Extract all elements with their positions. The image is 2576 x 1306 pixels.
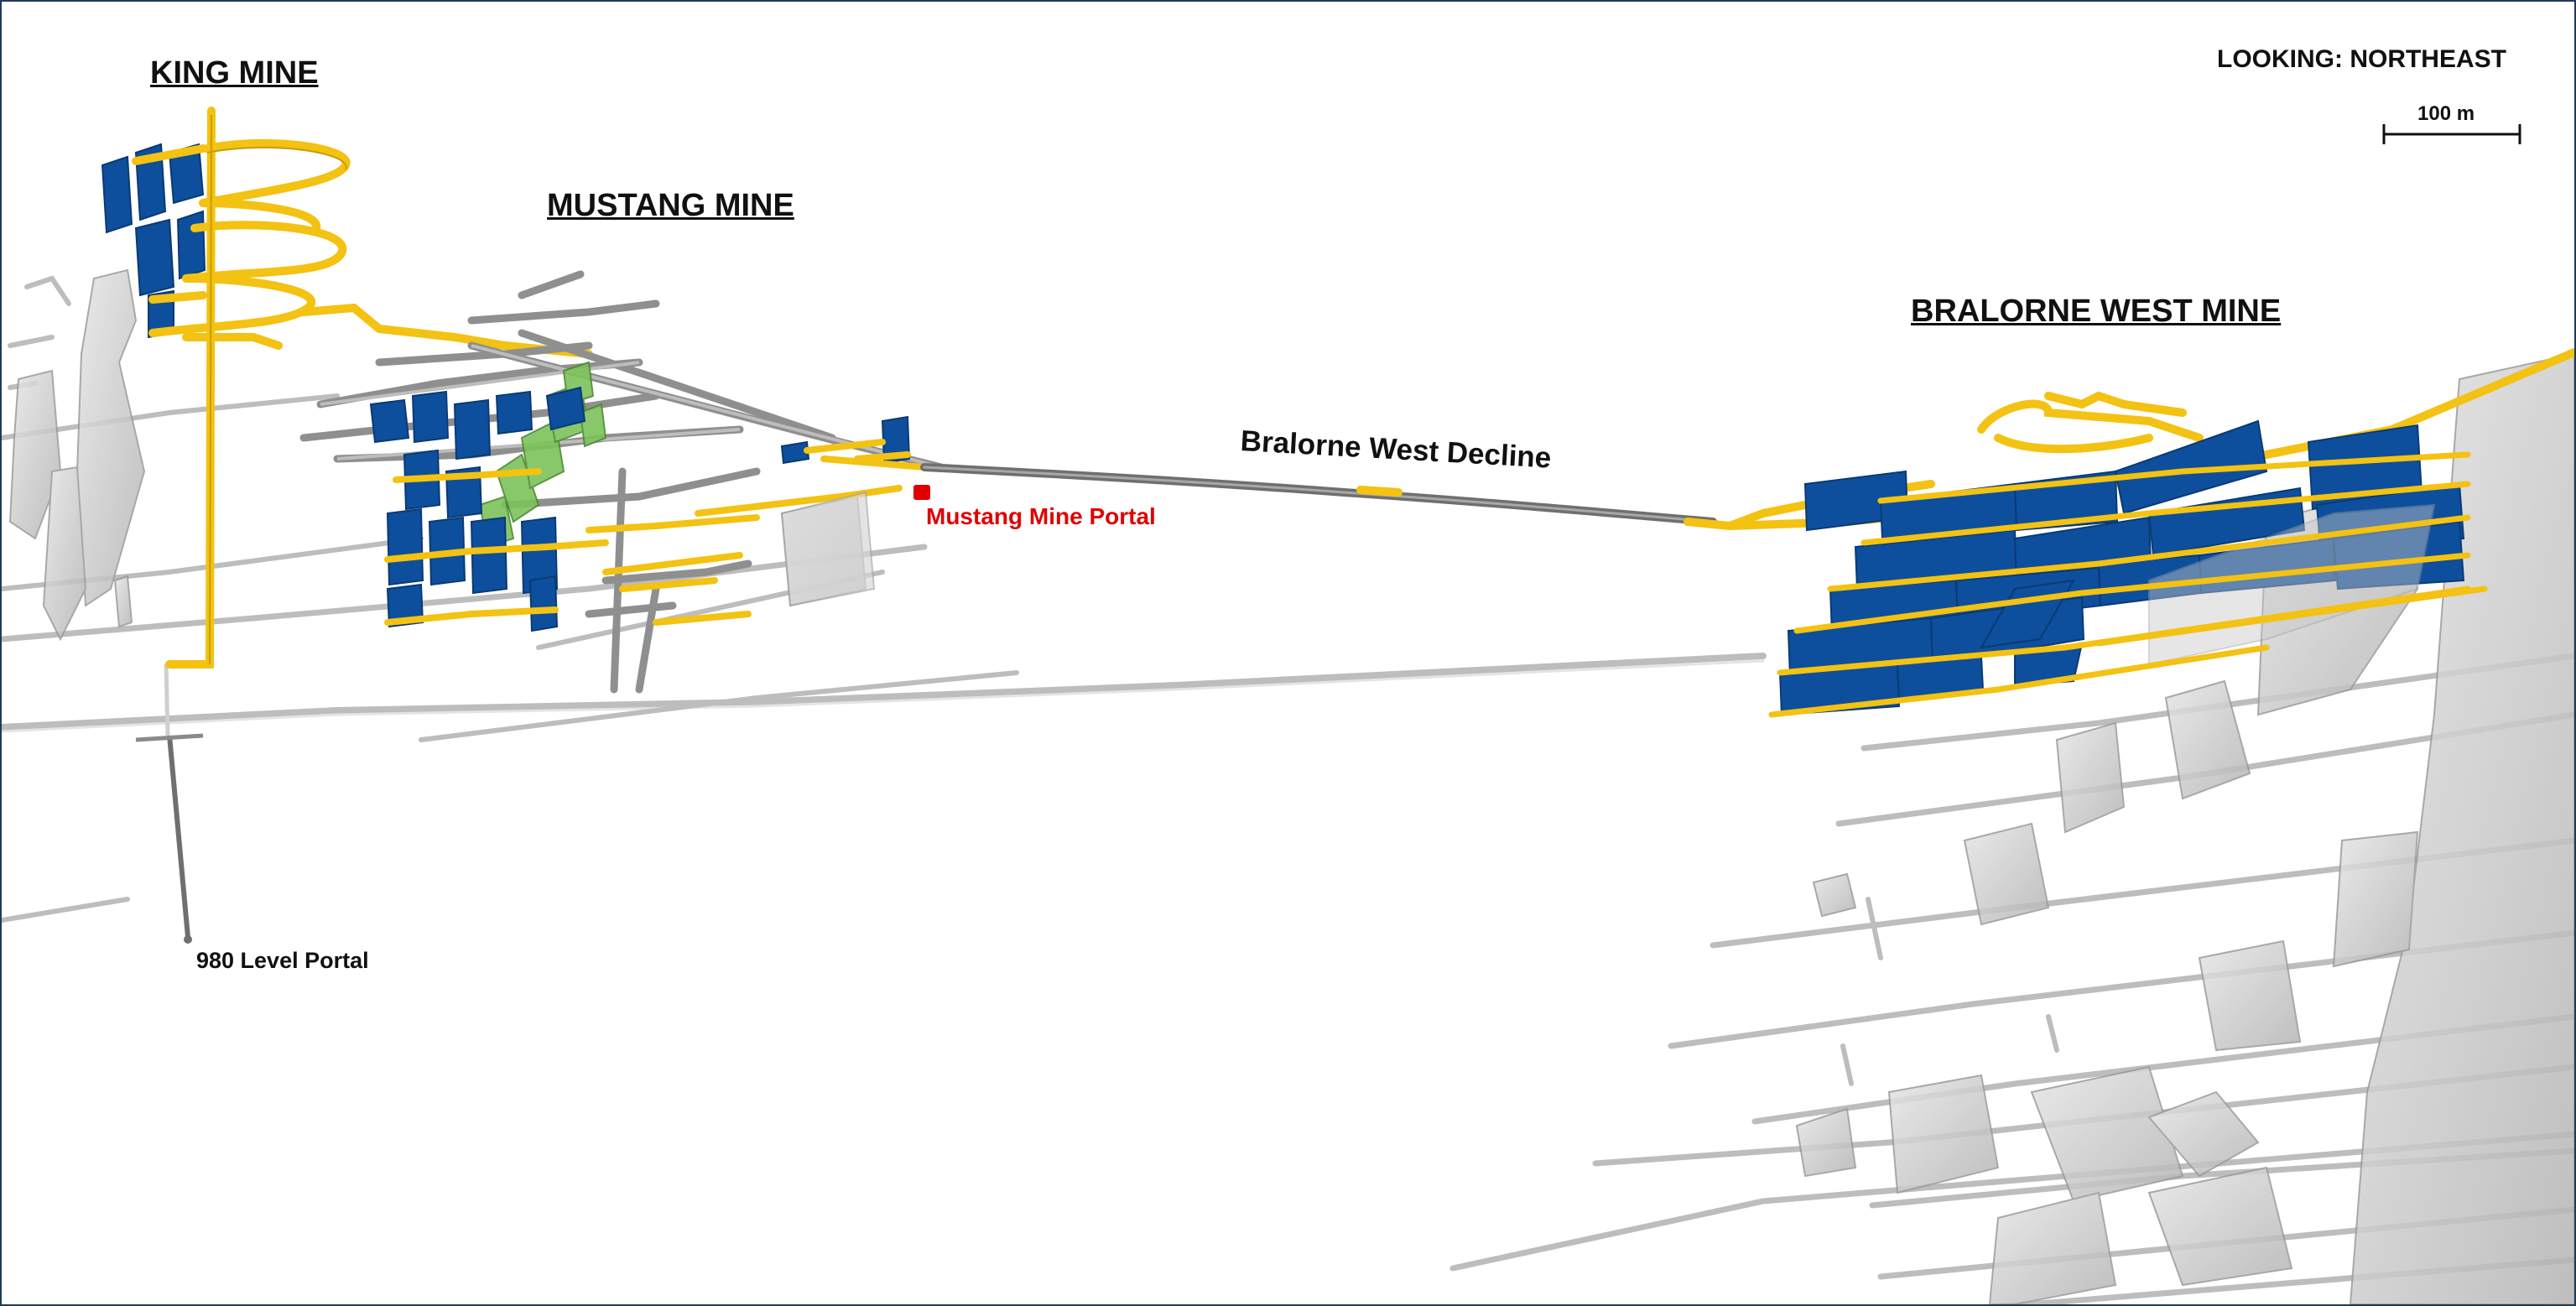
- bralorne-west-mine-title: BRALORNE WEST MINE: [1911, 294, 2282, 329]
- 980-portal-marker: [184, 935, 192, 944]
- mustang-mine-title: MUSTANG MINE: [547, 188, 794, 223]
- bralorne-west-mine-workings: [1725, 348, 2574, 718]
- view-direction-label: LOOKING: NORTHEAST: [2217, 45, 2506, 73]
- mustang-portal-label: Mustang Mine Portal: [926, 503, 1156, 529]
- mustang-mine-workings: [299, 270, 945, 694]
- 980-level-access: [135, 663, 204, 938]
- mustang-portal-marker: [913, 485, 930, 500]
- king-mine-workings: [101, 107, 593, 669]
- 980-level-portal-label: 980 Level Portal: [196, 948, 369, 973]
- grey-solids-right: [1795, 352, 2574, 1304]
- bralorne-west-decline: [920, 463, 1734, 530]
- scale-bar-label: 100 m: [2417, 102, 2475, 125]
- scale-bar: [2382, 124, 2521, 144]
- king-mine-title: KING MINE: [150, 55, 319, 91]
